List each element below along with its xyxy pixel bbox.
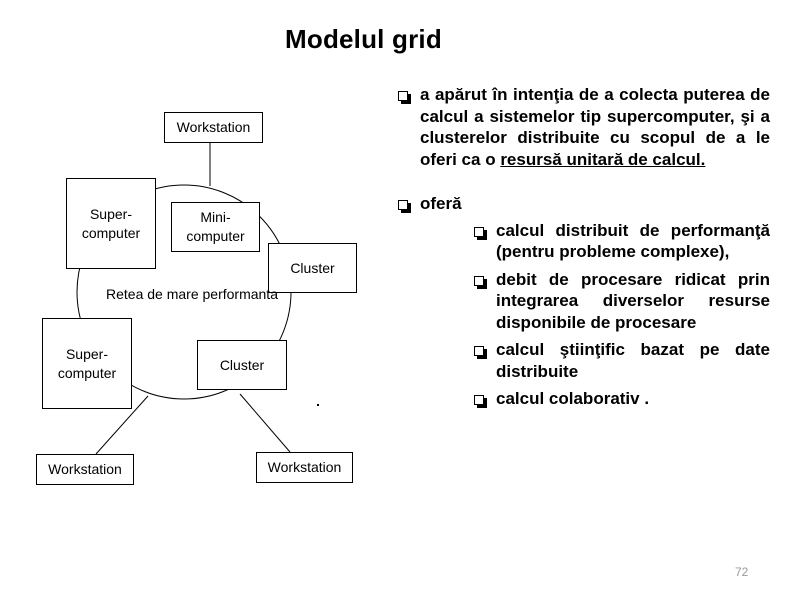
sub-bullet-item: debit de procesare ridicat prin integrar…: [474, 269, 770, 334]
node-workstation-bottom-right: Workstation: [256, 452, 353, 483]
node-cluster-right: Cluster: [268, 243, 357, 293]
sub-bullet-item: calcul colaborativ .: [474, 388, 770, 414]
node-label: Super-: [65, 345, 108, 362]
sub-bullet-item: calcul ştiinţific bazat pe date distribu…: [474, 339, 770, 382]
sub-bullet-list: calcul distribuit de performanţă (pentru…: [474, 220, 770, 414]
node-label: computer: [57, 364, 117, 381]
node-workstation-bottom-left: Workstation: [36, 454, 134, 485]
sub-bullet-text: debit de procesare ridicat prin integrar…: [496, 269, 770, 332]
sub-bullet-text: calcul colaborativ .: [496, 389, 650, 408]
node-supercomputer-1: Super- computer: [66, 178, 156, 269]
node-workstation-top: Workstation: [164, 112, 263, 143]
stray-dot: [317, 404, 319, 406]
bullet-panel: a apărut în intenţia de a colecta putere…: [398, 84, 770, 420]
node-label: Workstation: [176, 119, 251, 136]
slide-title: Modelul grid: [285, 24, 442, 54]
checkbox-bullet-icon: [398, 91, 411, 104]
sub-bullet-item: calcul distribuit de performanţă (pentru…: [474, 220, 770, 263]
bullet-item: oferă: [398, 193, 770, 219]
node-label: computer: [186, 228, 245, 244]
node-minicomputer: Mini- computer: [171, 202, 260, 252]
network-label: Retea de mare performanta: [106, 286, 278, 302]
checkbox-bullet-icon: [474, 275, 487, 289]
connector-workstation-bottom-right: [239, 393, 291, 453]
node-cluster-center: Cluster: [197, 340, 287, 390]
node-label: Cluster: [290, 259, 335, 276]
node-supercomputer-2: Super- computer: [42, 318, 132, 409]
node-label: Workstation: [48, 461, 122, 478]
checkbox-bullet-icon: [474, 226, 487, 240]
bullet-text: oferă: [420, 194, 462, 213]
sub-bullet-text: calcul ştiinţific bazat pe date distribu…: [496, 340, 770, 381]
node-label: Workstation: [267, 459, 342, 476]
node-label: Super-: [89, 205, 132, 222]
checkbox-bullet-icon: [474, 346, 487, 359]
node-label: Mini-: [200, 209, 231, 226]
node-label: Cluster: [219, 356, 265, 373]
sub-bullet-text: calcul distribuit de performanţă (pentru…: [496, 220, 770, 262]
bullet-item: a apărut în intenţia de a colecta putere…: [398, 84, 770, 170]
page-number: 72: [735, 565, 749, 579]
connector-workstation-bottom-left: [95, 395, 149, 455]
checkbox-bullet-icon: [474, 395, 487, 408]
bullet-text-underlined: resursă unitară de calcul.: [500, 149, 706, 169]
node-label: computer: [81, 224, 141, 241]
bullet-text: a apărut în intenţia de a colecta putere…: [420, 85, 770, 169]
checkbox-bullet-icon: [398, 200, 411, 213]
